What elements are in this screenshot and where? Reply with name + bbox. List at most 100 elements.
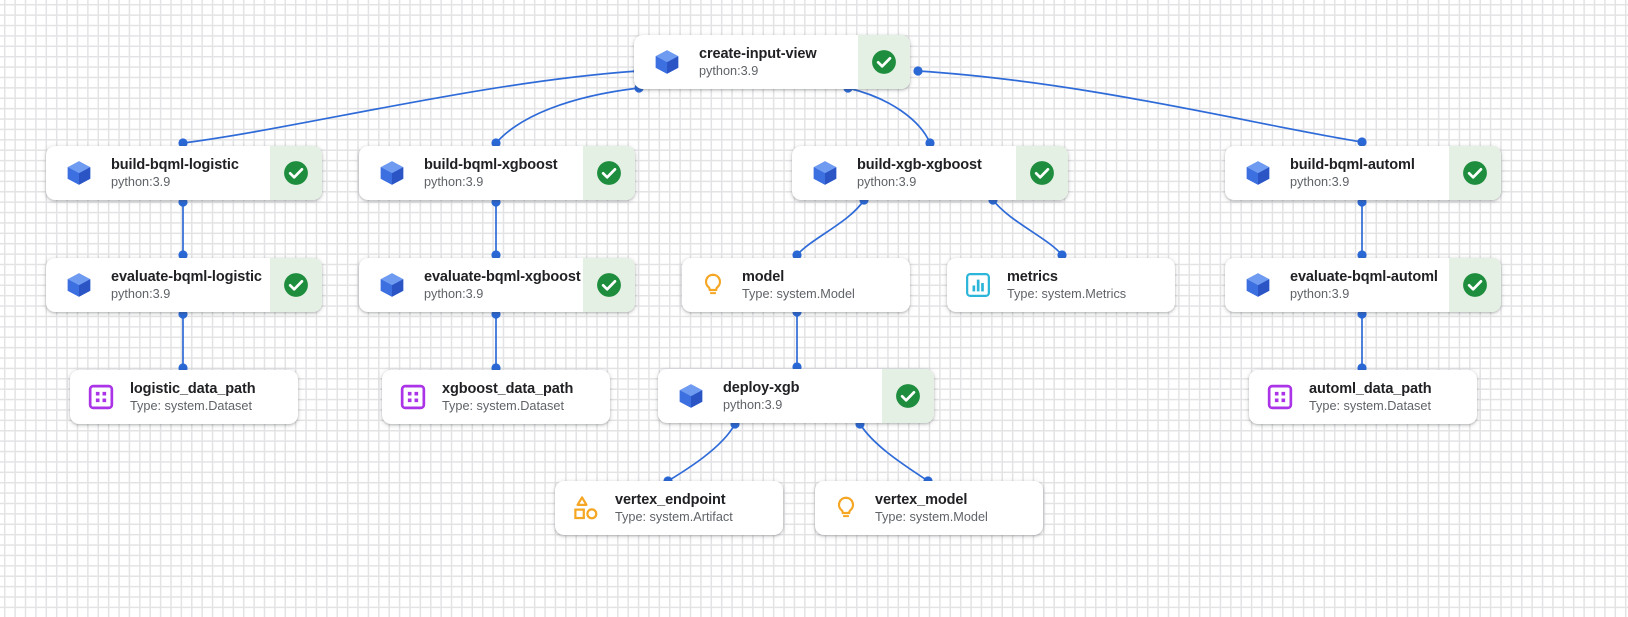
node-evaluate-bqml-automl[interactable]: evaluate-bqml-automl python:3.9	[1225, 258, 1501, 312]
check-circle-icon	[1462, 160, 1488, 186]
node-subtitle: Type: system.Artifact	[615, 510, 733, 524]
cube-icon	[64, 270, 94, 300]
node-subtitle: python:3.9	[1290, 287, 1350, 301]
node-subtitle: python:3.9	[1290, 175, 1350, 189]
node-title: build-bqml-automl	[1290, 157, 1415, 173]
node-evaluate-bqml-logistic[interactable]: evaluate-bqml-logistic python:3.9	[46, 258, 322, 312]
node-body-evaluate-bqml-automl[interactable]: evaluate-bqml-automl python:3.9	[1225, 258, 1449, 312]
status-badge-evaluate-bqml-logistic	[270, 258, 322, 312]
status-badge-build-xgb-xgboost	[1016, 146, 1068, 200]
node-title: build-bqml-logistic	[111, 157, 239, 173]
node-title: evaluate-bqml-xgboost	[424, 269, 581, 285]
check-circle-icon	[283, 272, 309, 298]
cube-icon	[377, 270, 407, 300]
edge-build-xgb-xgboost-to-metrics	[992, 199, 1063, 256]
edge-create-input-view-to-build-bqml-xgboost	[495, 87, 640, 144]
port-dot-create-input-view[interactable]	[913, 66, 923, 76]
node-body-build-bqml-xgboost[interactable]: build-bqml-xgboost python:3.9	[359, 146, 583, 200]
check-circle-icon	[895, 383, 921, 409]
node-build-bqml-automl[interactable]: build-bqml-automl python:3.9	[1225, 146, 1501, 200]
node-subtitle: Type: system.Metrics	[1007, 287, 1127, 301]
node-subtitle: python:3.9	[424, 175, 484, 189]
node-subtitle: Type: system.Model	[875, 510, 988, 524]
node-title: vertex_endpoint	[615, 492, 726, 508]
node-title: vertex_model	[875, 492, 968, 508]
status-badge-deploy-xgb	[882, 369, 934, 423]
lightbulb-icon	[831, 493, 861, 523]
cube-icon	[810, 158, 840, 188]
status-badge-build-bqml-logistic	[270, 146, 322, 200]
node-title: create-input-view	[699, 46, 817, 62]
node-text-build-xgb-xgboost: build-xgb-xgboost python:3.9	[857, 157, 982, 189]
node-title: evaluate-bqml-automl	[1290, 269, 1438, 285]
node-subtitle: python:3.9	[699, 64, 759, 78]
lightbulb-icon	[698, 270, 728, 300]
node-title: logistic_data_path	[130, 381, 256, 397]
node-subtitle: Type: system.Dataset	[130, 399, 252, 413]
node-text-build-bqml-automl: build-bqml-automl python:3.9	[1290, 157, 1415, 189]
node-build-xgb-xgboost[interactable]: build-xgb-xgboost python:3.9	[792, 146, 1068, 200]
node-subtitle: Type: system.Dataset	[442, 399, 564, 413]
node-subtitle: Type: system.Dataset	[1309, 399, 1431, 413]
check-circle-icon	[1462, 272, 1488, 298]
node-title: deploy-xgb	[723, 380, 800, 396]
node-title: model	[742, 269, 785, 285]
node-subtitle: python:3.9	[857, 175, 917, 189]
node-text-evaluate-bqml-logistic: evaluate-bqml-logistic python:3.9	[111, 269, 262, 301]
status-badge-build-bqml-automl	[1449, 146, 1501, 200]
edge-build-xgb-xgboost-to-model	[796, 199, 865, 256]
node-text-build-bqml-xgboost: build-bqml-xgboost python:3.9	[424, 157, 558, 189]
shapes-icon	[571, 493, 601, 523]
node-title: automl_data_path	[1309, 381, 1432, 397]
edge-create-input-view-to-build-xgb-xgboost	[847, 87, 931, 144]
node-create-input-view[interactable]: create-input-view python:3.9	[634, 35, 910, 89]
check-circle-icon	[1029, 160, 1055, 186]
node-title: build-xgb-xgboost	[857, 157, 982, 173]
check-circle-icon	[283, 160, 309, 186]
node-body-build-bqml-automl[interactable]: build-bqml-automl python:3.9	[1225, 146, 1449, 200]
dataset-icon	[398, 382, 428, 412]
cube-icon	[64, 158, 94, 188]
node-body-build-xgb-xgboost[interactable]: build-xgb-xgboost python:3.9	[792, 146, 1016, 200]
cube-icon	[652, 47, 682, 77]
node-body-evaluate-bqml-logistic[interactable]: evaluate-bqml-logistic python:3.9	[46, 258, 270, 312]
node-body-create-input-view[interactable]: create-input-view python:3.9	[634, 35, 858, 89]
node-title: xgboost_data_path	[442, 381, 574, 397]
node-title: evaluate-bqml-logistic	[111, 269, 262, 285]
check-circle-icon	[596, 272, 622, 298]
node-subtitle: python:3.9	[111, 287, 171, 301]
node-text-evaluate-bqml-automl: evaluate-bqml-automl python:3.9	[1290, 269, 1438, 301]
node-title: build-bqml-xgboost	[424, 157, 558, 173]
node-build-bqml-xgboost[interactable]: build-bqml-xgboost python:3.9	[359, 146, 635, 200]
check-circle-icon	[596, 160, 622, 186]
cube-icon	[1243, 158, 1273, 188]
